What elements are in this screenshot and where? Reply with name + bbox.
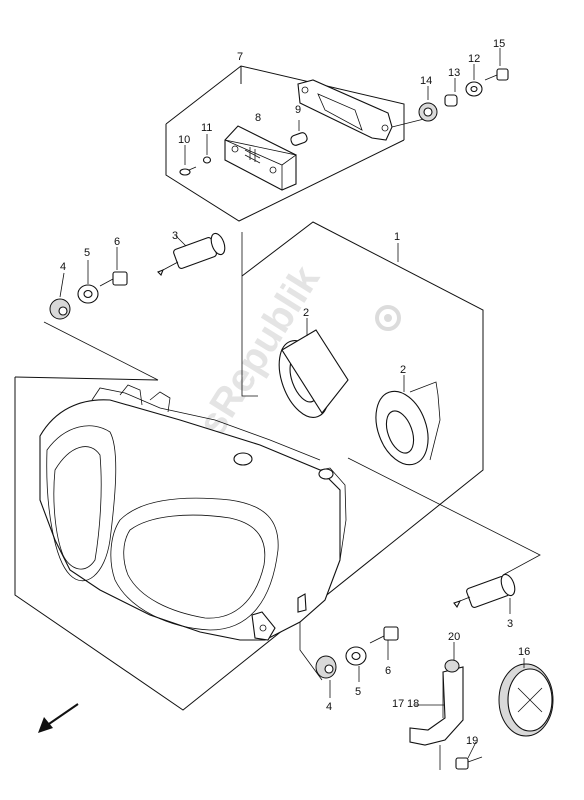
screw	[439, 741, 483, 770]
bolt	[484, 48, 509, 81]
callout-18: 18	[407, 698, 419, 710]
lamp-lens	[224, 125, 297, 191]
leader-lines	[43, 232, 541, 681]
callout-8: 8	[255, 112, 261, 124]
grommet-bottom	[315, 655, 337, 698]
small-bulb	[290, 120, 308, 146]
license-lamp-assembly-box	[165, 65, 405, 222]
washer	[465, 64, 483, 97]
grommet-top	[49, 272, 71, 320]
callout-6-bottom: 6	[385, 665, 391, 677]
bolt-top	[99, 247, 128, 287]
callout-17: 17	[392, 698, 404, 710]
collar	[444, 78, 458, 107]
socket-cover	[498, 658, 554, 737]
callout-3-top: 3	[172, 230, 178, 242]
callout-10: 10	[178, 134, 190, 146]
washer-top	[77, 260, 99, 304]
small-screw	[179, 145, 197, 176]
mounting-bracket	[409, 666, 464, 746]
bulb-socket-upper	[278, 318, 349, 418]
callout-15: 15	[493, 38, 505, 50]
bolt-bottom	[369, 626, 399, 660]
headlight-assembly-box	[14, 221, 484, 711]
callout-5-top: 5	[84, 247, 90, 259]
headlight-bulb-top	[157, 232, 226, 276]
gear-icon	[375, 305, 401, 331]
callout-labels: 7 8 9 10 11 14 13 12 15 3 6 5 4 1 2 2 3 …	[60, 38, 530, 747]
bulb-socket-lower	[375, 375, 441, 466]
callout-11: 11	[201, 122, 212, 134]
callout-1: 1	[394, 231, 400, 243]
callout-2-upper: 2	[303, 307, 309, 319]
lamp-housing-bracket	[297, 79, 429, 141]
rubber-mount	[418, 86, 438, 122]
callout-6-top: 6	[114, 236, 120, 248]
washer-bottom	[345, 646, 367, 682]
callout-5-bottom: 5	[355, 686, 361, 698]
callout-4-bottom: 4	[326, 701, 332, 713]
callout-9: 9	[295, 104, 301, 116]
callout-19: 19	[466, 735, 478, 747]
front-direction-arrow-icon	[38, 703, 79, 733]
small-washer	[202, 134, 212, 164]
nut	[444, 642, 460, 673]
callout-14: 14	[420, 75, 432, 87]
callout-3-bottom: 3	[507, 618, 513, 630]
callout-7: 7	[237, 51, 243, 63]
callout-20: 20	[448, 631, 460, 643]
callout-4-top: 4	[60, 261, 66, 273]
callout-2-lower: 2	[400, 364, 406, 376]
callout-13: 13	[448, 67, 460, 79]
headlight-bulb-bottom	[453, 573, 516, 614]
callout-12: 12	[468, 53, 480, 65]
callout-16: 16	[518, 646, 530, 658]
headlight-housing	[39, 384, 347, 641]
